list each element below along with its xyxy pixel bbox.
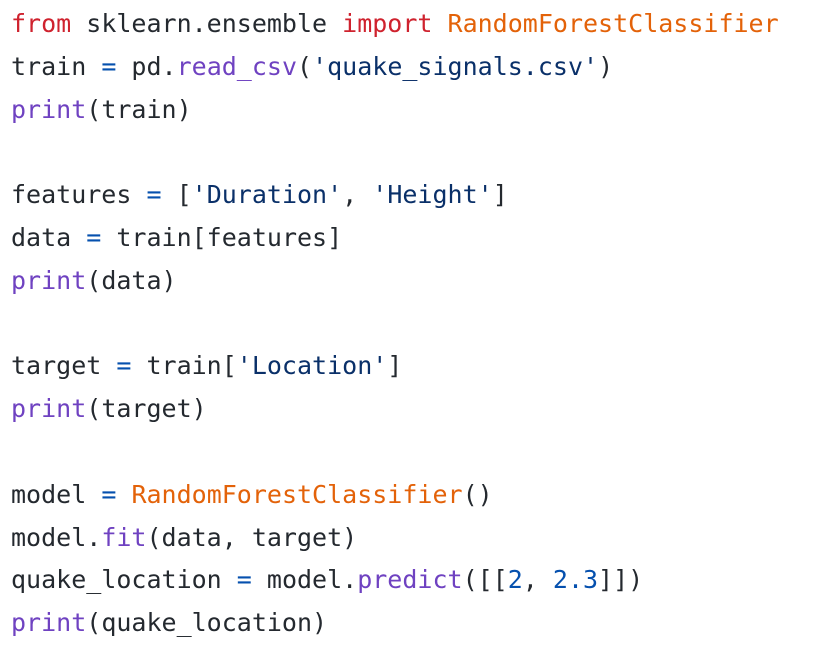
code-line[interactable]: print(quake_location) [11,602,821,645]
function-name-token: print [11,608,87,638]
code-text-token: ( [297,51,313,81]
code-text-token: model [11,479,102,509]
code-line[interactable]: train = pd.read_csv('quake_signals.csv') [11,46,821,89]
code-text-token: features [11,180,147,210]
function-name-token: print [11,394,87,424]
code-text-token: ]]) [598,565,644,595]
code-line[interactable]: features = ['Duration', 'Height'] [11,174,821,217]
blank-code-line[interactable] [11,303,821,346]
code-text-token: model. [251,565,358,595]
string-literal-token: 'Height' [372,180,493,210]
blank-code-line[interactable] [11,431,821,474]
code-line[interactable]: quake_location = model.predict([[2, 2.3]… [11,559,821,602]
code-line[interactable]: model = RandomForestClassifier() [11,474,821,517]
function-name-token: fit [101,522,147,552]
function-name-token: predict [357,565,463,595]
number-literal-token: 2 [507,565,523,595]
code-line[interactable]: print(train) [11,89,821,132]
code-text-token [116,480,131,509]
code-text-token [432,9,447,38]
string-literal-token: 'quake_signals.csv' [312,51,599,81]
function-name-token: print [11,94,87,124]
operator-token: = [86,222,102,252]
keyword-token: from [11,9,72,38]
code-line[interactable]: model.fit(data, target) [11,517,821,560]
code-editor[interactable]: from sklearn.ensemble import RandomFores… [11,3,821,645]
code-text-token: data [11,222,87,252]
function-name-token: print [11,265,87,295]
operator-token: = [101,479,117,509]
code-text-token: train [11,51,102,81]
code-text-token: ([[ [462,565,508,595]
code-text-token: model. [11,522,102,552]
code-text-token: quake_location [11,565,237,595]
string-literal-token: 'Duration' [191,180,343,210]
code-line[interactable]: target = train['Location'] [11,345,821,388]
code-line[interactable]: print(target) [11,388,821,431]
code-text-token: train[ [131,351,237,381]
code-text-token: ) [598,51,614,81]
code-text-token: sklearn.ensemble [71,9,343,38]
number-literal-token: 2.3 [552,565,599,595]
code-text-token: (train) [86,94,192,124]
string-literal-token: 'Location' [236,351,388,381]
code-text-token: train[features] [101,222,343,252]
code-text-token: (data, target) [146,522,358,552]
code-line[interactable]: from sklearn.ensemble import RandomFores… [11,3,821,46]
operator-token: = [146,180,162,210]
keyword-token: import [342,9,433,38]
class-name-token: RandomForestClassifier [131,479,463,509]
code-text-token: target [11,351,117,381]
code-text-token: , [342,180,373,210]
code-text-token: [ [161,180,192,210]
code-text-token: ] [492,180,508,210]
code-text-token: ] [387,351,403,381]
code-line[interactable]: print(data) [11,260,821,303]
operator-token: = [116,351,132,381]
code-text-token: , [522,565,553,595]
code-text-token: () [462,479,493,509]
class-name-token: RandomForestClassifier [447,9,779,38]
operator-token: = [101,51,117,81]
code-text-token: (target) [86,394,207,424]
code-text-token: (data) [86,265,177,295]
operator-token: = [236,565,252,595]
code-text-token: pd. [116,51,177,81]
blank-code-line[interactable] [11,131,821,174]
code-line[interactable]: data = train[features] [11,217,821,260]
function-name-token: read_csv [176,51,298,81]
code-text-token: (quake_location) [86,608,328,638]
